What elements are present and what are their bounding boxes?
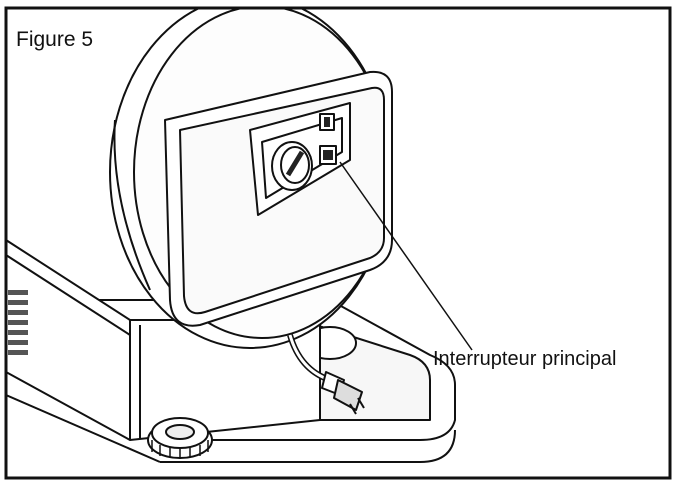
- plug-prong-2: [357, 397, 365, 409]
- power-plug: [333, 379, 363, 411]
- base-edge: [160, 429, 456, 463]
- knob-pointer: [285, 150, 305, 177]
- vent-slots: [8, 290, 28, 355]
- fuel-cap-grip: [151, 440, 209, 459]
- callout-main-switch-label: Interrupteur principal: [433, 348, 617, 370]
- plug-prong-1: [349, 403, 357, 415]
- main-switch-rocker: [323, 150, 333, 160]
- fuel-cap-center: [165, 424, 195, 440]
- base-front-edge: [6, 394, 161, 463]
- housing-rim: [113, 119, 151, 291]
- indicator-light-inner: [324, 117, 330, 127]
- callout-leader-line: [339, 161, 473, 351]
- figure-border: [4, 6, 672, 480]
- body-top-edge: [6, 254, 131, 336]
- figure-title: Figure 5: [16, 28, 94, 51]
